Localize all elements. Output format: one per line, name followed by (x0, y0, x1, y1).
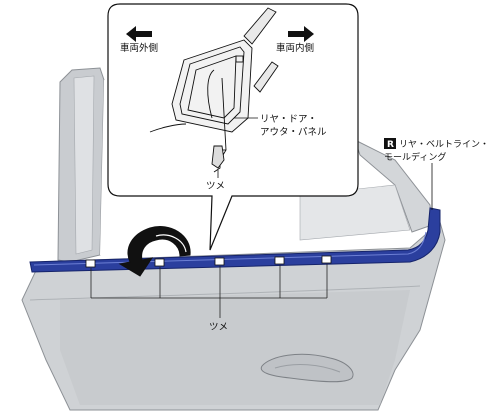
molding-cross-section (149, 7, 279, 173)
rotation-arrow (118, 226, 191, 277)
molding-highlight (33, 231, 427, 266)
clip-1 (85, 259, 96, 268)
molding-label-line1: リヤ・ベルトライン・ (399, 139, 489, 150)
inner-side-label: 車両内側 (276, 42, 314, 54)
bottom-clip-label: ツメ (209, 322, 228, 333)
clip-2 (154, 258, 165, 267)
door-rear-frame (354, 139, 433, 233)
clip-5 (321, 255, 332, 264)
door-character-line (29, 285, 421, 301)
outer-side-label: 車両外側 (120, 42, 158, 54)
callout-clip-label: ツメ (206, 181, 225, 192)
door-panel-shade (60, 290, 410, 405)
panel-label-line2: アウタ・パネル (260, 127, 327, 138)
detail-callout: 車両外側 車両内側 リヤ・ドア・ アウタ・パネル ツメ (107, 3, 359, 251)
door-inner-frame (299, 184, 411, 241)
molding-label: R リヤ・ベルトライン・ モールディング (384, 138, 489, 210)
clip-leader-lines (90, 264, 328, 318)
door-handle (260, 353, 354, 383)
molding-badge (384, 138, 396, 149)
arrow-left-icon (126, 26, 152, 42)
clip-4 (274, 256, 285, 265)
arrow-right-icon (288, 26, 314, 42)
clip-3 (214, 257, 225, 266)
molding-badge-text: R (387, 140, 394, 150)
molding-label-line2: モールディング (384, 151, 446, 163)
beltline-molding (29, 207, 441, 273)
panel-label-line1: リヤ・ドア・ (260, 114, 317, 125)
door-pillar-highlight (73, 75, 95, 255)
